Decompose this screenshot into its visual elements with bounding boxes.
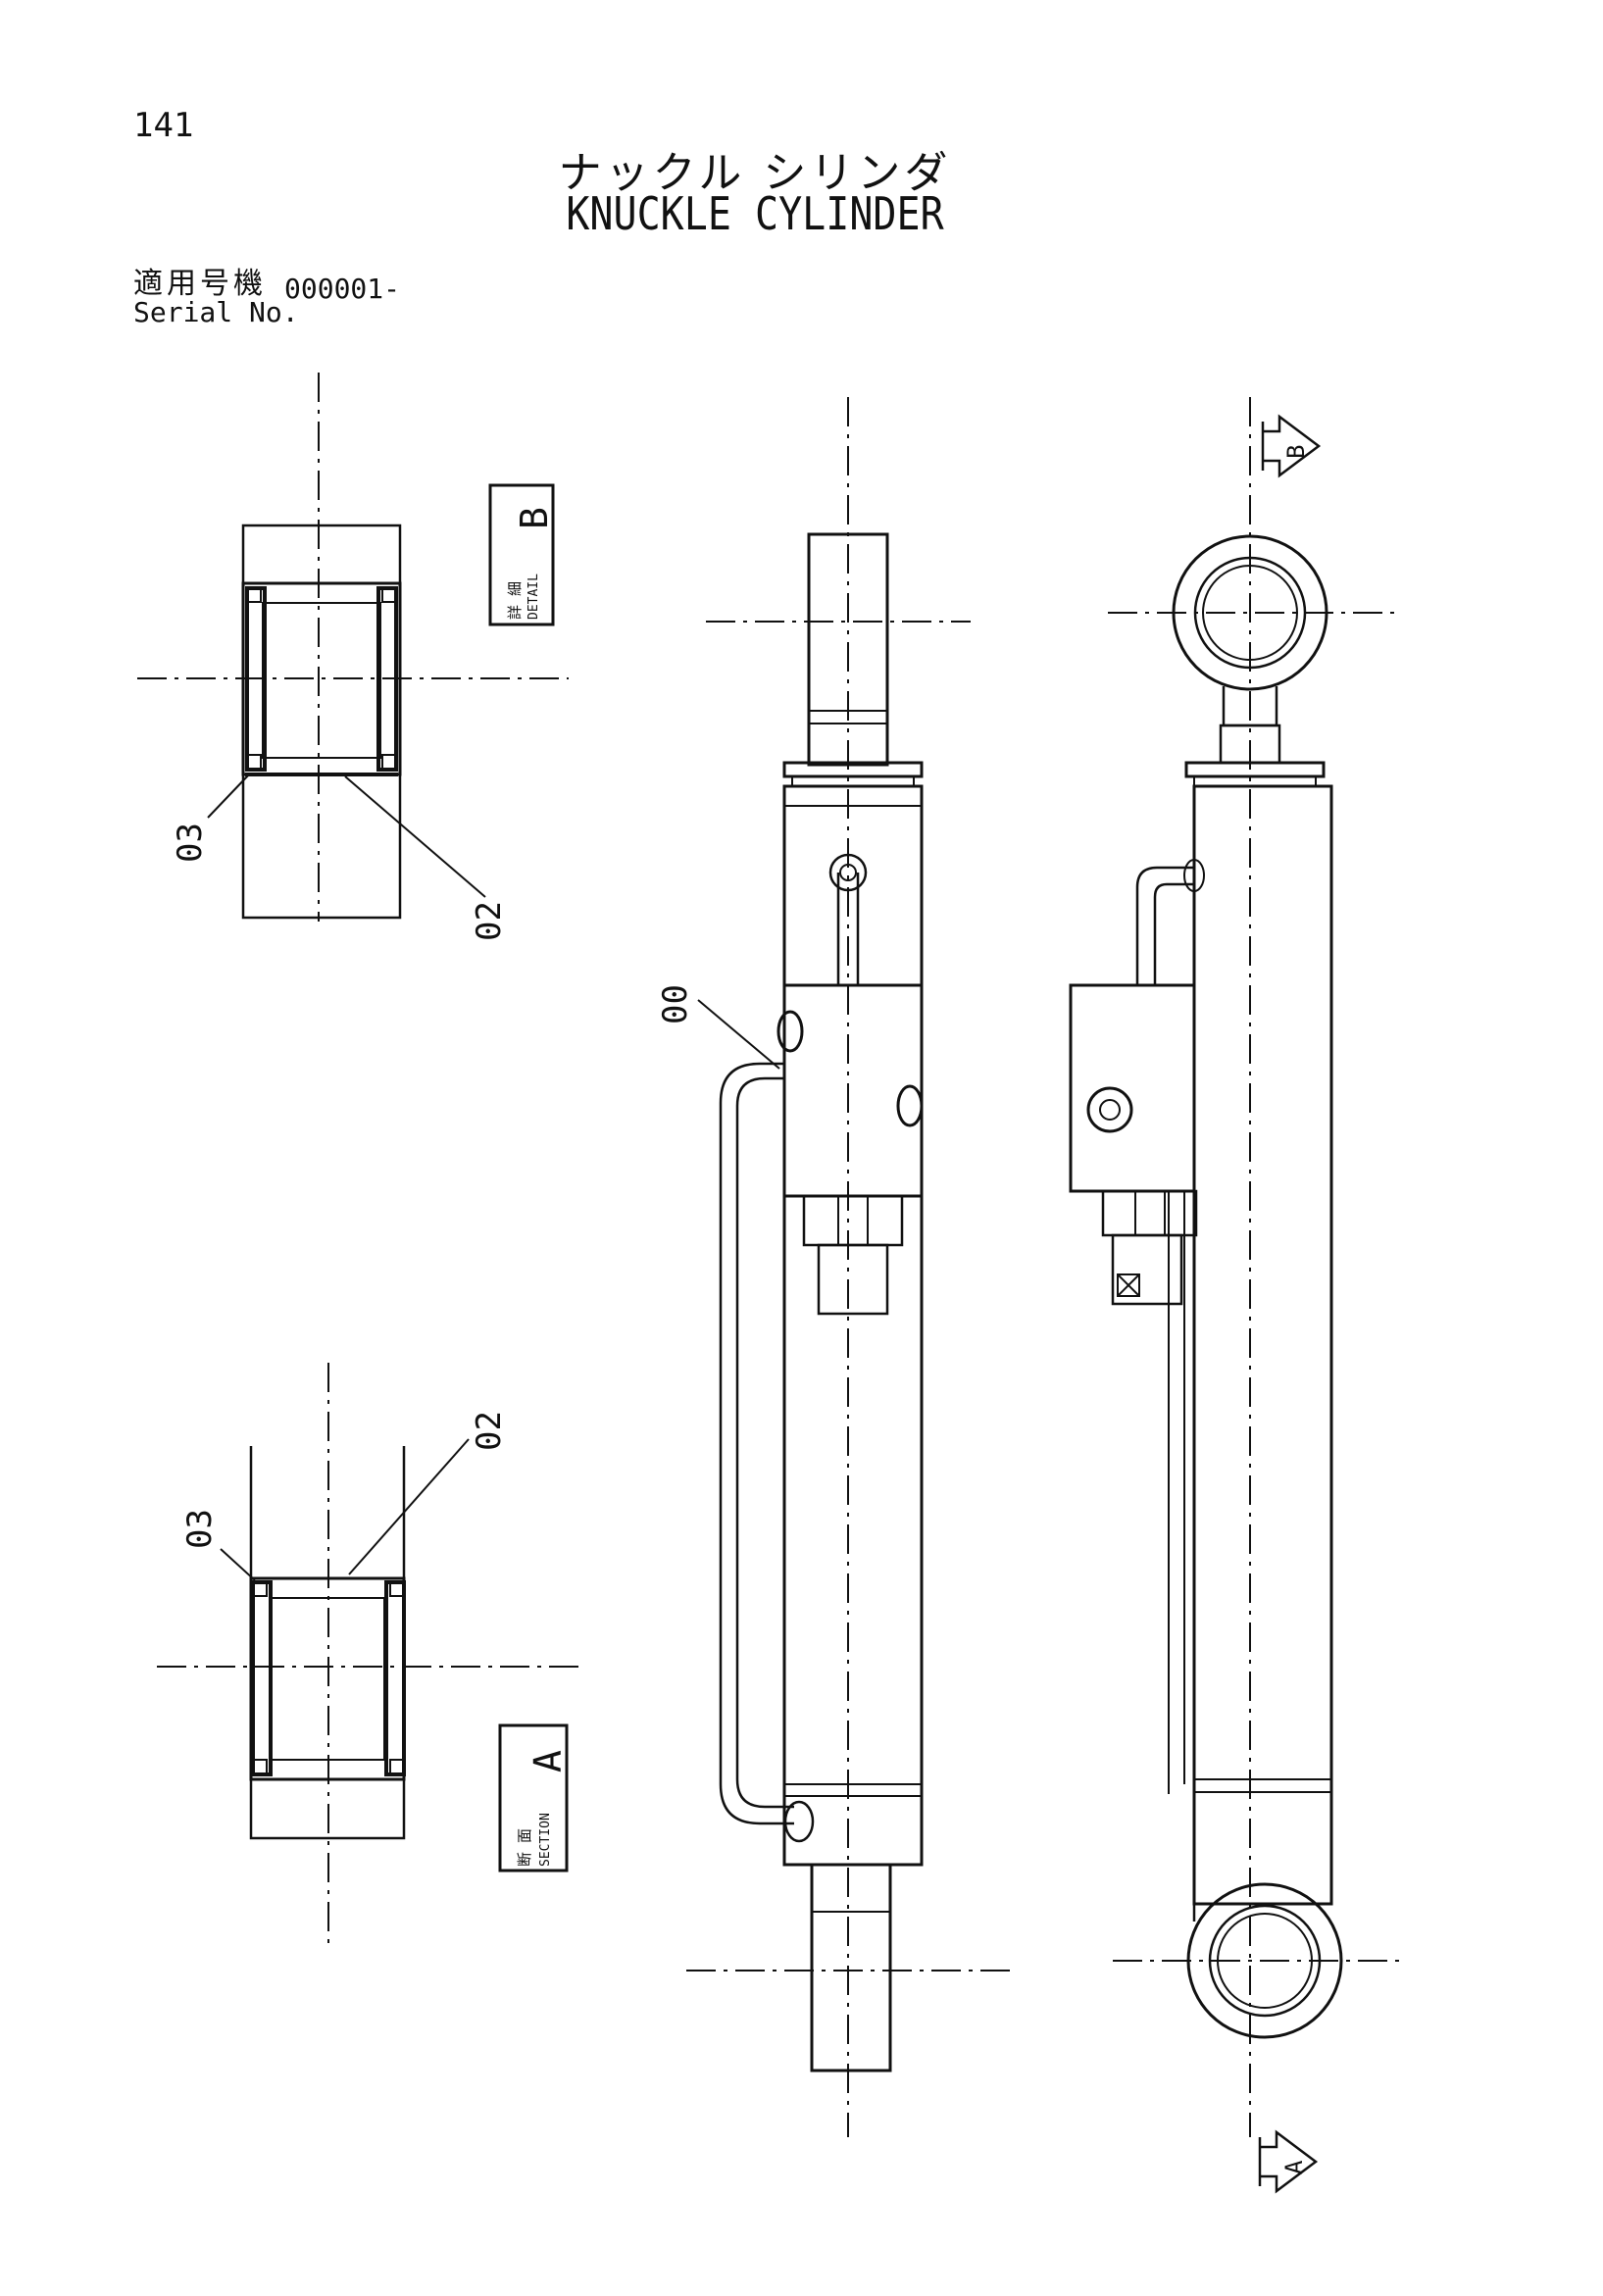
page-number: 141 (133, 106, 194, 145)
serial-label-english: Serial No. (133, 296, 299, 328)
section-box (498, 1723, 569, 1872)
serial-number-value: 000001- (284, 273, 401, 305)
callout-02-bottom: 02 (470, 1411, 509, 1451)
cylinder-front-view (686, 397, 1010, 2137)
callout-00: 00 (656, 984, 695, 1024)
view-marker-b-letter: B (1282, 445, 1310, 459)
detail-b-seal-view (137, 373, 569, 922)
serial-label-japanese: 適用号機 (133, 267, 267, 301)
detail-box-japanese: 詳 細 (506, 581, 524, 620)
title-english: KNUCKLE CYLINDER (566, 188, 944, 241)
detail-box-english: DETAIL (526, 574, 541, 620)
leader-lines-top (207, 774, 486, 898)
callout-03-top: 03 (171, 823, 210, 863)
leader-line-00 (697, 999, 780, 1070)
section-a-seal-view (157, 1363, 578, 1951)
section-box-letter: A (526, 1750, 570, 1772)
section-box-english: SECTION (538, 1813, 553, 1867)
title-japanese: ナックル シリンダ (558, 148, 952, 198)
callout-02-top: 02 (470, 901, 509, 941)
section-box-japanese: 断 面 (516, 1828, 533, 1867)
cylinder-side-view (1069, 397, 1402, 2137)
view-arrow-a (1258, 2129, 1319, 2194)
detail-box-letter: B (513, 507, 556, 529)
callout-03-bottom: 03 (180, 1509, 220, 1549)
detail-box (488, 483, 555, 626)
leader-lines-bottom (220, 1438, 470, 1581)
view-marker-a-letter: A (1280, 2160, 1308, 2174)
view-arrow-b (1261, 414, 1322, 478)
